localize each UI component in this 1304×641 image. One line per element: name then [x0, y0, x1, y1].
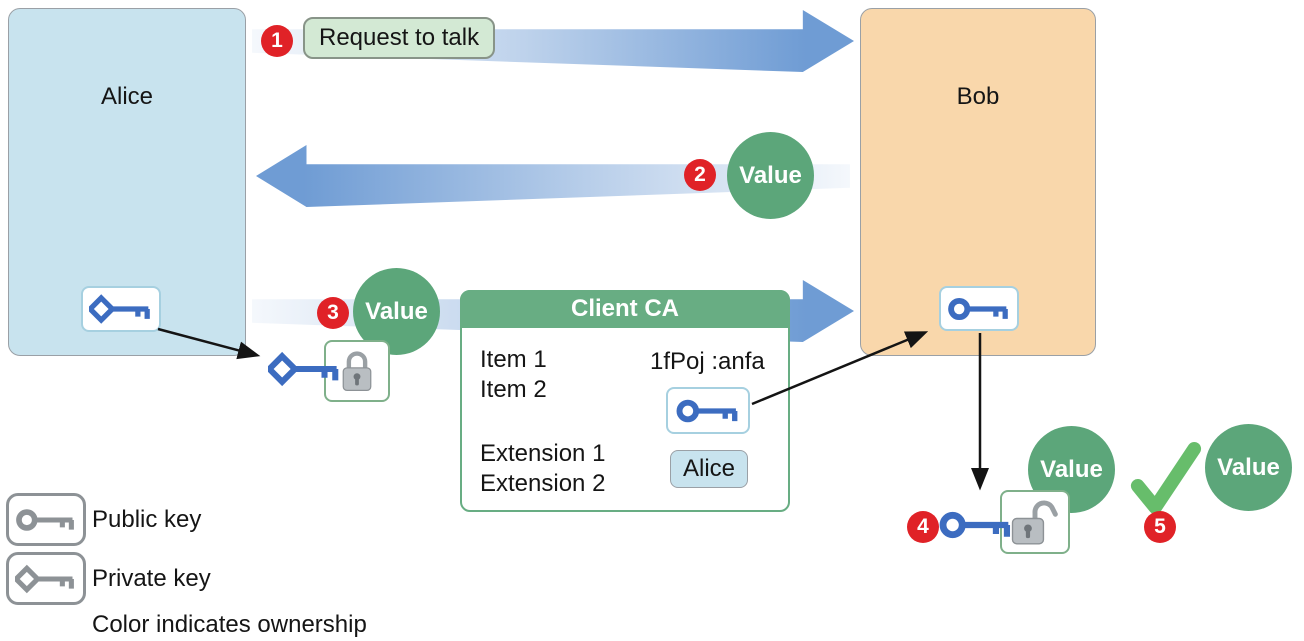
cert-extension-2: Extension 2	[480, 470, 606, 497]
private-key-icon	[89, 290, 153, 328]
cert-owner-chip: Alice	[670, 450, 748, 488]
closed-lock-icon	[337, 346, 377, 396]
private-key-icon	[268, 347, 342, 391]
legend-private-key-card	[6, 552, 86, 605]
request-to-talk-label: Request to talk	[303, 17, 496, 59]
cert-extension-1: Extension 1	[480, 440, 606, 467]
legend-ownership-note: Color indicates ownership	[92, 611, 367, 638]
cert-public-key-card	[666, 387, 750, 434]
public-key-icon	[947, 290, 1011, 328]
certificate-card: Client CA Item 1 Item 2 1fPoj :anfa Exte…	[460, 290, 790, 512]
bob-box: Bob	[860, 8, 1096, 356]
checkmark-icon	[1126, 438, 1204, 522]
certificate-title: Client CA	[460, 290, 790, 328]
public-key-icon	[675, 392, 741, 430]
step3-badge: 3	[317, 297, 349, 329]
step5-value-circle: Value	[1205, 424, 1292, 511]
cert-signature: 1fPoj :anfa	[650, 348, 765, 375]
alice-label: Alice	[100, 83, 154, 110]
open-lock-icon	[1006, 496, 1064, 548]
cert-item-2: Item 2	[480, 376, 547, 403]
legend-public-key-label: Public key	[92, 506, 202, 533]
step2-badge: 2	[684, 159, 716, 191]
step5-badge: 5	[1144, 511, 1176, 543]
public-key-icon	[15, 501, 77, 539]
public-key-icon	[938, 503, 1014, 547]
legend-public-key-card	[6, 493, 86, 546]
cert-item-1: Item 1	[480, 346, 547, 373]
bob-label: Bob	[956, 83, 1000, 110]
alice-box: Alice	[8, 8, 246, 356]
step1-badge: 1	[261, 25, 293, 57]
bob-public-key-card	[939, 286, 1019, 331]
step2-value-circle: Value	[727, 132, 814, 219]
step4-badge: 4	[907, 511, 939, 543]
legend-private-key-label: Private key	[92, 565, 211, 592]
alice-private-key-card	[81, 286, 161, 332]
private-key-icon	[15, 560, 77, 598]
